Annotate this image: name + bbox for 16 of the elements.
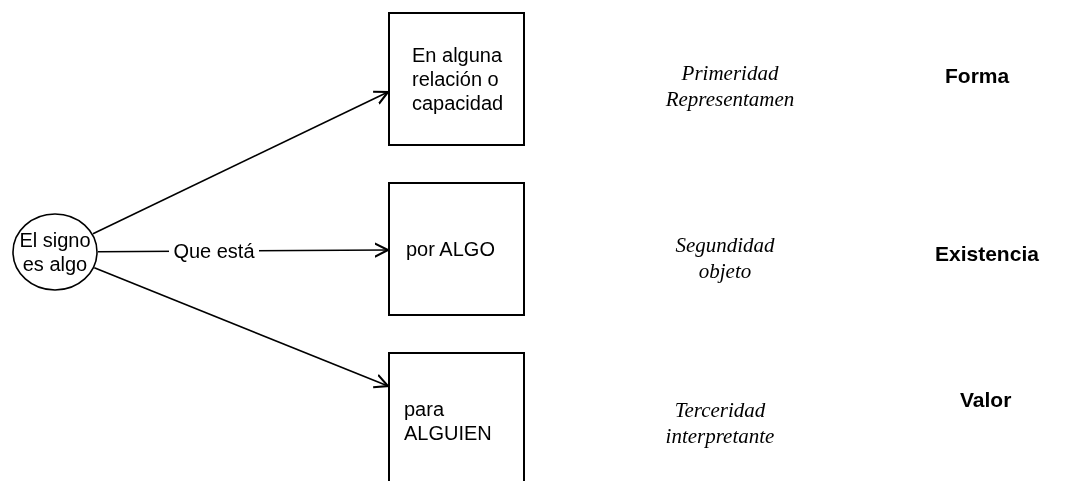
dimension-text: Forma: [945, 64, 1011, 88]
node-text: para ALGUIEN: [404, 396, 493, 445]
concept-box: [388, 182, 525, 316]
concept-box: [388, 352, 525, 481]
category-text: Primeridad Representamen: [664, 60, 796, 113]
category-text: Segundidad objeto: [674, 232, 776, 285]
arrow: [92, 90, 390, 235]
category-text: Terceridad interpretante: [664, 397, 776, 450]
arrow: [93, 267, 390, 389]
dimension-text: Existencia: [935, 242, 1040, 266]
node-text: por ALGO: [406, 237, 495, 261]
dimension-text: Valor: [960, 388, 1013, 412]
ellipse-node: [12, 213, 98, 291]
concept-box: [388, 12, 525, 146]
node-text: El signo es algo: [18, 228, 92, 276]
node-text: En alguna relación o capacidad: [412, 43, 505, 115]
